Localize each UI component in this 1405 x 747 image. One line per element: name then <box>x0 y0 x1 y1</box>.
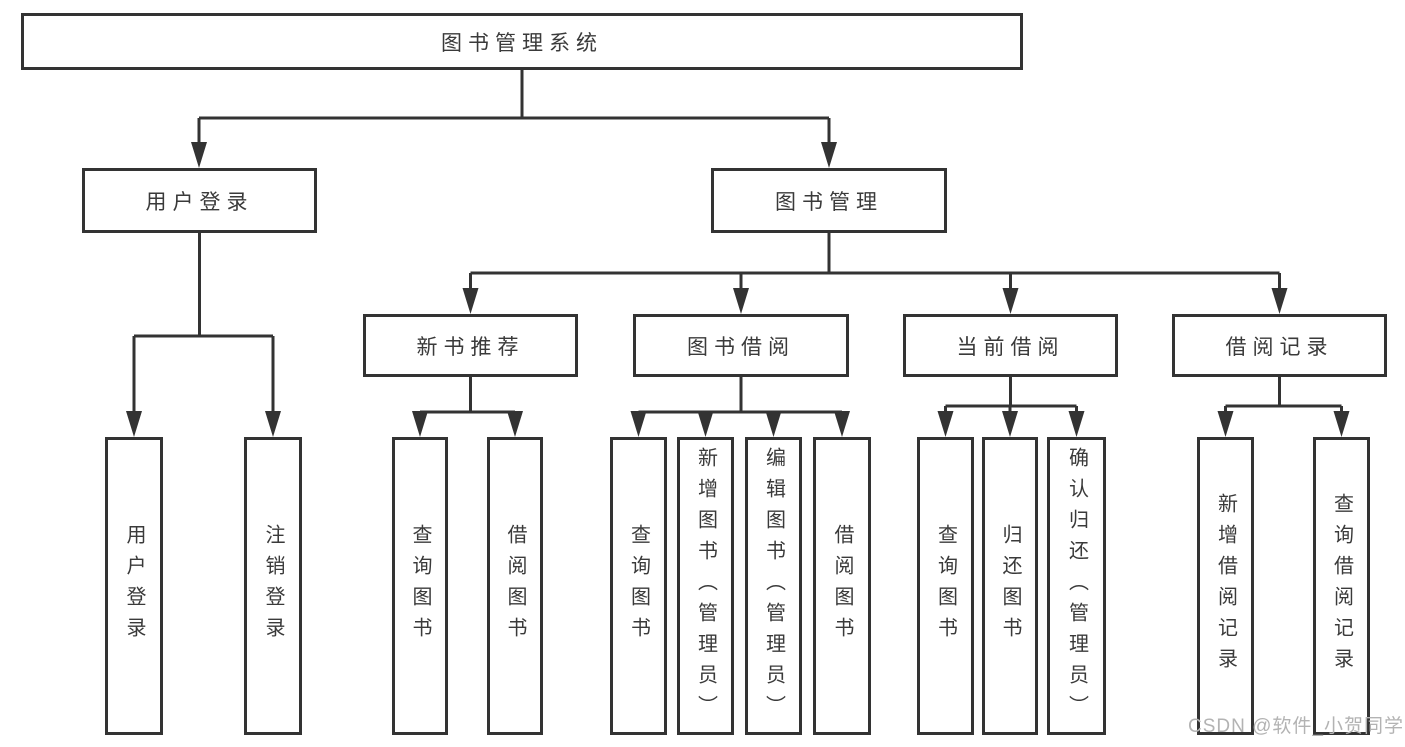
leaf-add-books-admin: 新增图书（管理员） <box>677 437 734 735</box>
leaf-query-books-borrowing: 查询图书 <box>610 437 667 735</box>
leaf-return-books: 归还图书 <box>982 437 1038 735</box>
leaf-label: 编辑图书（管理员） <box>762 446 785 726</box>
leaf-add-borrow-record: 新增借阅记录 <box>1197 437 1254 735</box>
node-book-borrowing: 图书借阅 <box>633 314 849 377</box>
node-library-system: 图书管理系统 <box>21 13 1023 70</box>
leaf-query-books-current: 查询图书 <box>917 437 974 735</box>
leaf-user-login: 用户登录 <box>105 437 163 735</box>
leaf-label: 注销登录 <box>262 524 284 648</box>
node-current-borrowing: 当前借阅 <box>903 314 1118 377</box>
node-user-login: 用户登录 <box>82 168 317 233</box>
leaf-label: 归还图书 <box>999 524 1021 648</box>
leaf-logout: 注销登录 <box>244 437 302 735</box>
leaf-label: 确认归还（管理员） <box>1065 446 1088 726</box>
node-new-book-recommend: 新书推荐 <box>363 314 578 377</box>
leaf-label: 查询图书 <box>409 524 431 648</box>
leaf-label: 借阅图书 <box>831 524 853 648</box>
leaf-label: 查询图书 <box>934 524 957 648</box>
leaf-label: 新增借阅记录 <box>1214 493 1237 679</box>
leaf-label: 借阅图书 <box>504 524 526 648</box>
leaf-edit-books-admin: 编辑图书（管理员） <box>745 437 802 735</box>
csdn-watermark: CSDN @软件_小贺同学 <box>1188 716 1404 737</box>
leaf-label: 新增图书（管理员） <box>694 446 717 726</box>
leaf-borrow-books-borrowing: 借阅图书 <box>813 437 871 735</box>
leaf-confirm-return-admin: 确认归还（管理员） <box>1047 437 1106 735</box>
leaf-label: 用户登录 <box>123 524 145 648</box>
leaf-label: 查询借阅记录 <box>1330 493 1353 679</box>
node-borrow-records: 借阅记录 <box>1172 314 1387 377</box>
leaf-label: 查询图书 <box>627 524 650 648</box>
node-book-management: 图书管理 <box>711 168 947 233</box>
leaf-query-borrow-record: 查询借阅记录 <box>1313 437 1370 735</box>
leaf-borrow-books-recommend: 借阅图书 <box>487 437 543 735</box>
leaf-query-books-recommend: 查询图书 <box>392 437 448 735</box>
